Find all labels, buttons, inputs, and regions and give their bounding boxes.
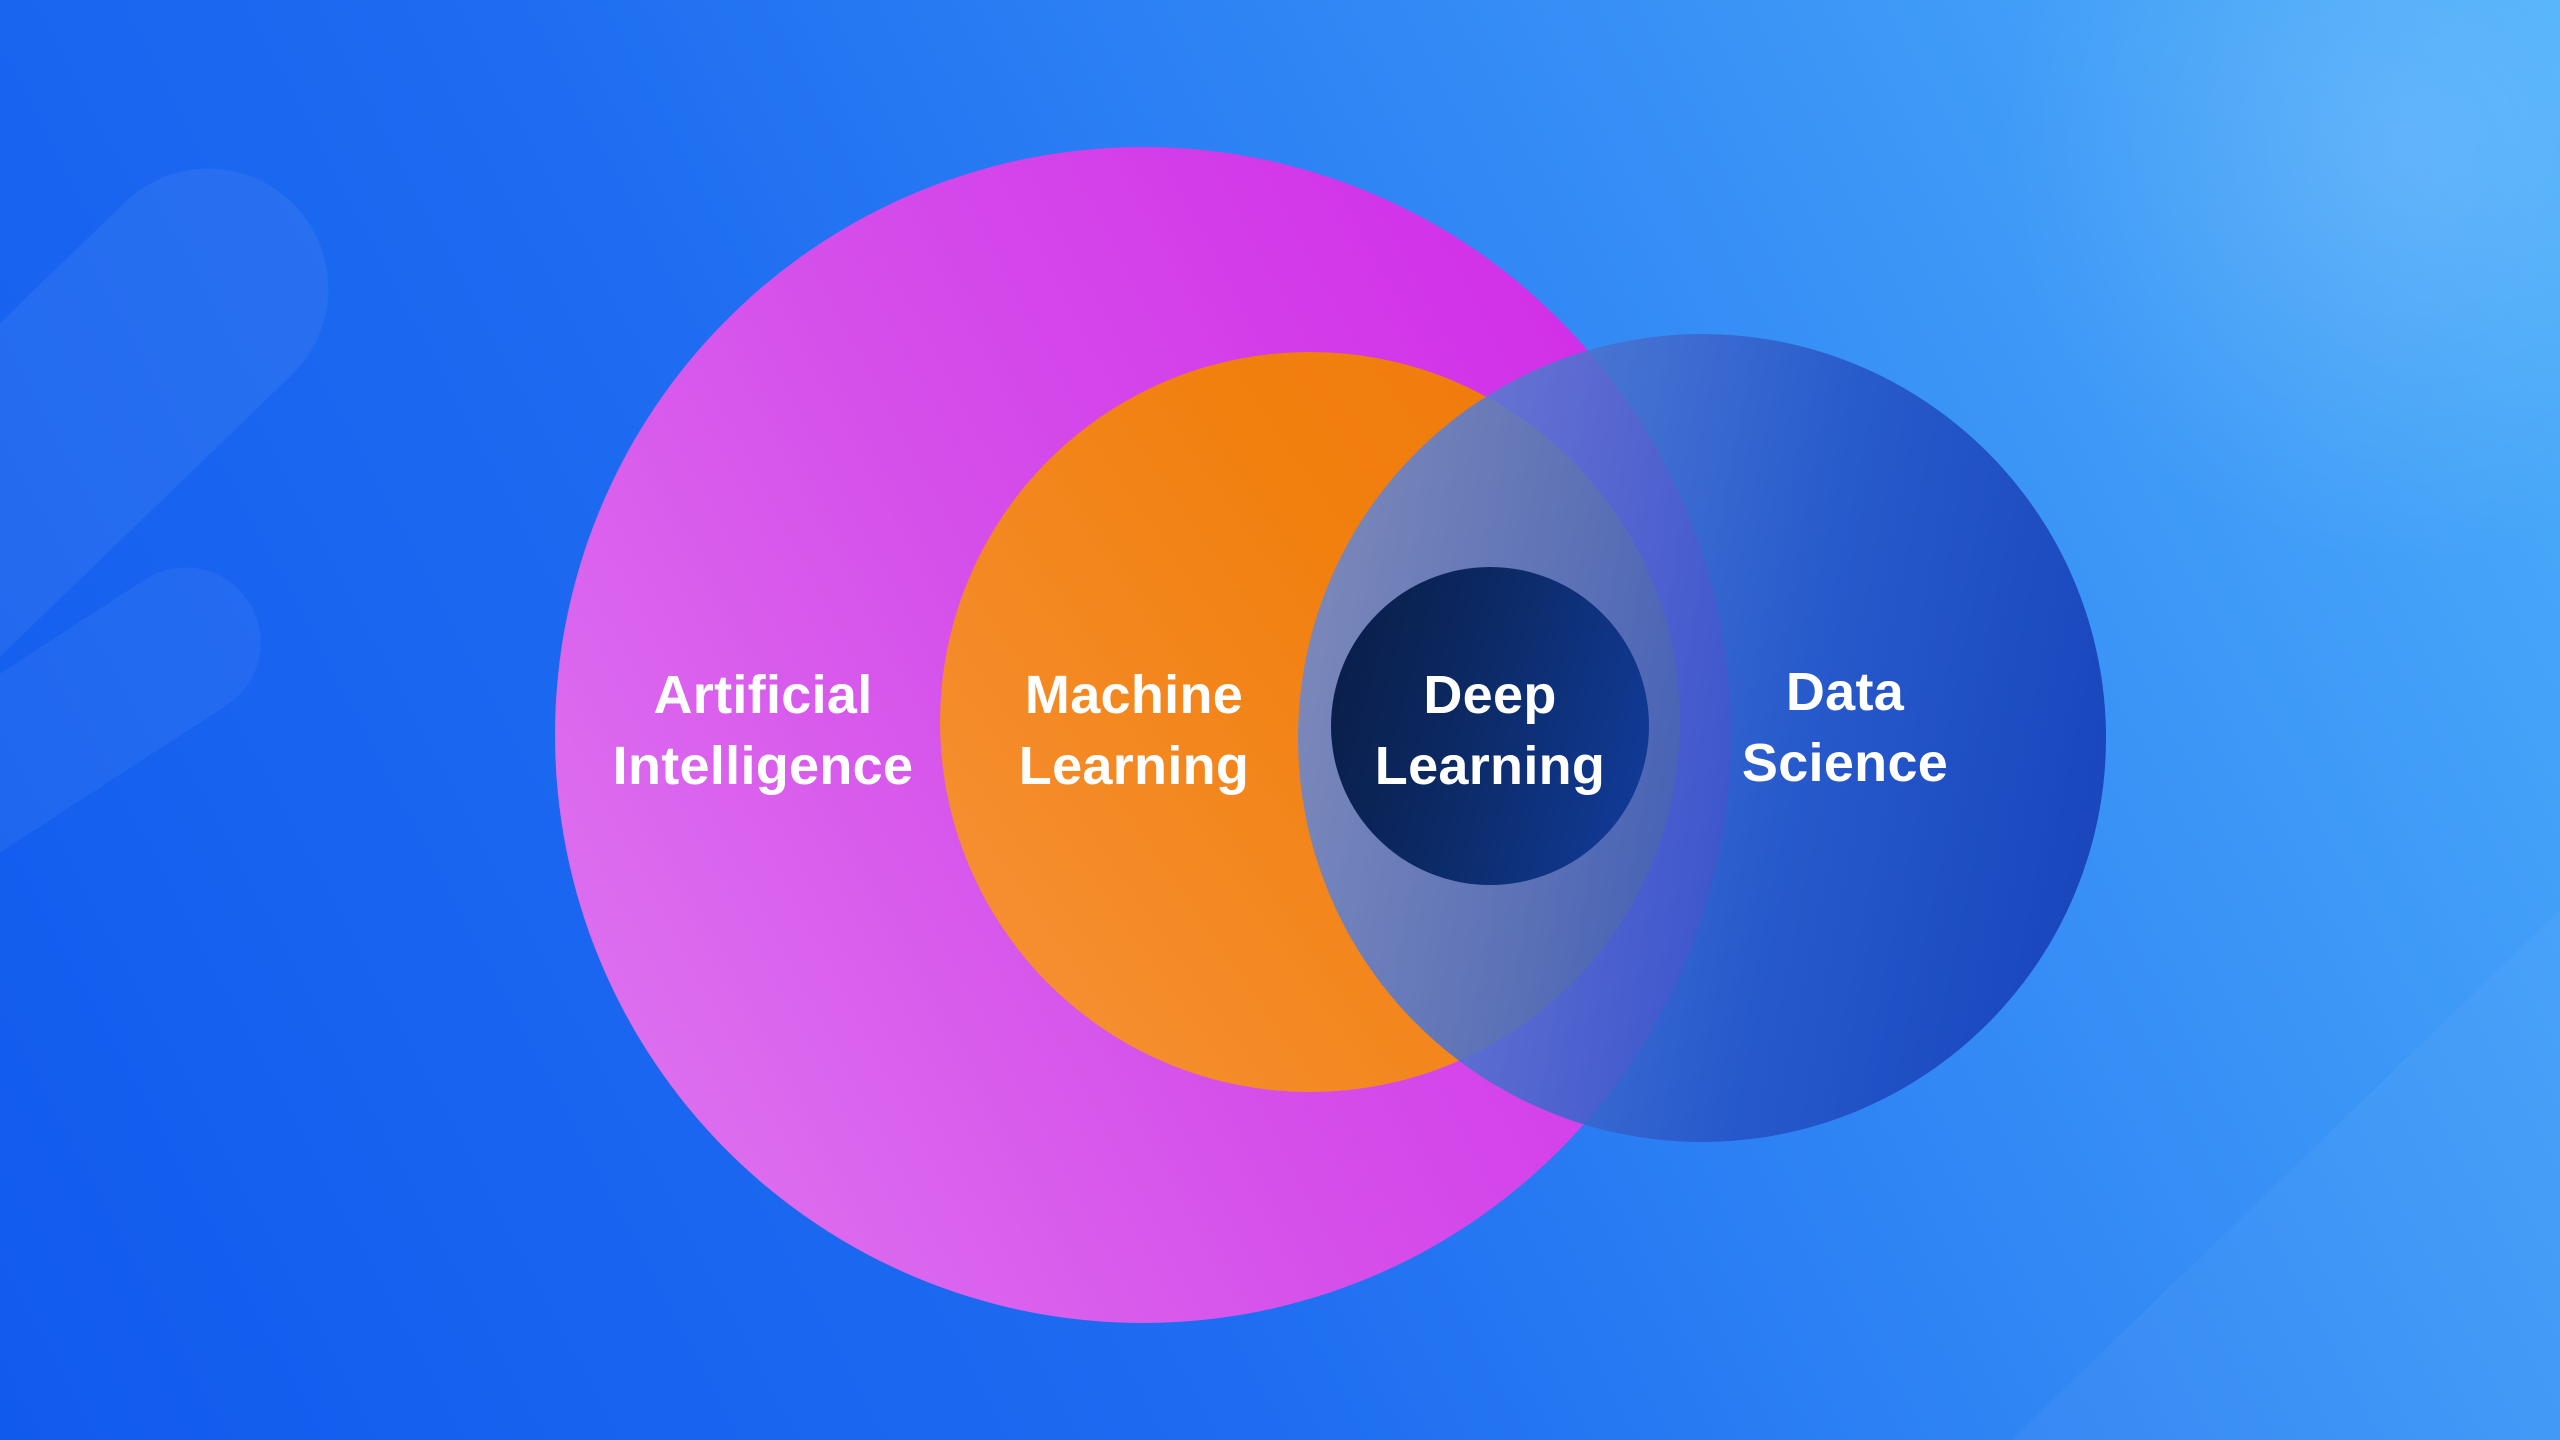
artificial-intelligence-label: Artificial Intelligence: [553, 660, 973, 802]
label-line: Science: [1741, 733, 1949, 793]
label-line: Learning: [1374, 736, 1606, 796]
label-line: Machine: [1024, 665, 1244, 725]
label-line: Deep: [1423, 665, 1557, 725]
label-line: Data: [1785, 662, 1905, 722]
corner-glow-decoration: [1960, 0, 2560, 600]
deep-learning-label: Deep Learning: [1280, 660, 1700, 802]
label-line: Artificial: [653, 665, 873, 725]
data-science-label: Data Science: [1635, 657, 2055, 799]
machine-learning-label: Machine Learning: [924, 660, 1344, 802]
label-line: Intelligence: [612, 736, 914, 796]
label-line: Learning: [1018, 736, 1250, 796]
deep-learning-circle: [1331, 567, 1649, 885]
